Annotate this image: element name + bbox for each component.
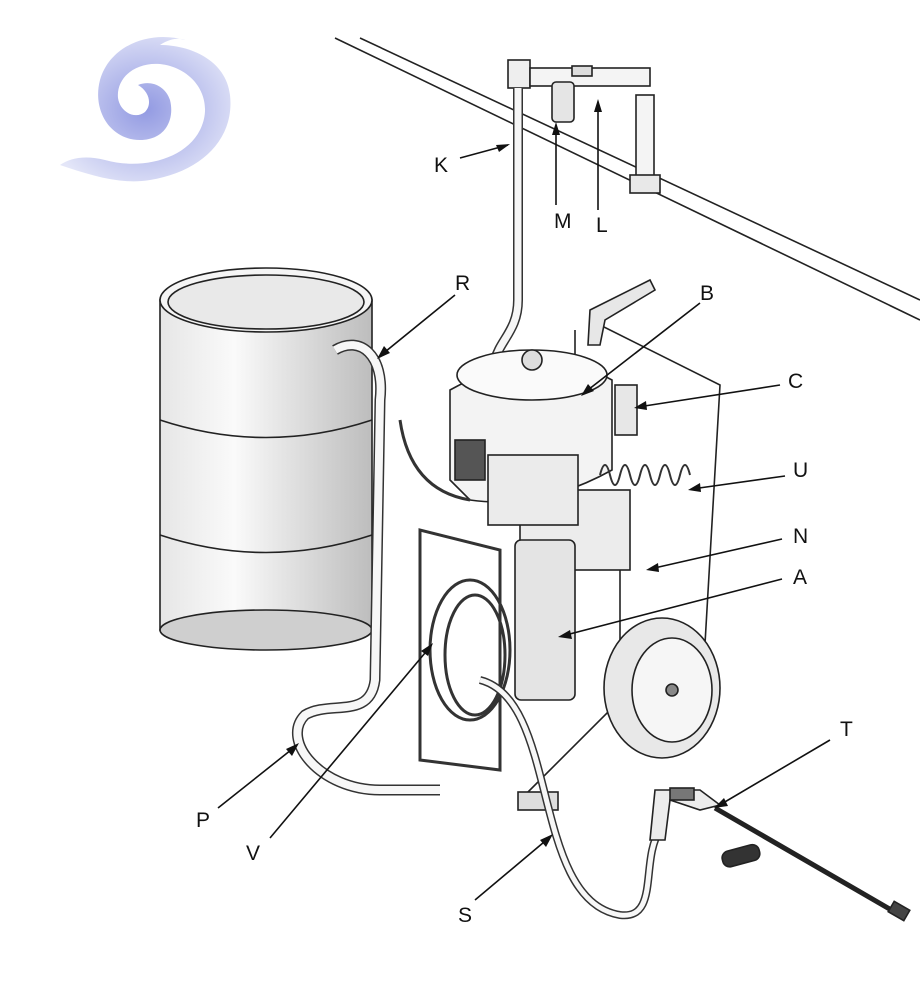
coiled-hose [599,464,691,486]
label-k: K [434,154,449,177]
label-a: A [793,566,808,589]
callout-leaders [217,99,831,901]
cart-wheel [603,617,721,759]
label-n: N [793,525,809,548]
label-u: U [793,459,809,482]
material-drum [159,267,373,651]
pump [449,349,638,701]
spray-gun [649,787,911,922]
label-s: S [458,904,473,927]
logo-swirl-icon [60,36,231,182]
air-supply-line [334,37,920,321]
label-l: L [596,214,608,237]
label-c: C [788,370,804,393]
label-t: T [840,718,853,741]
label-v: V [246,842,261,865]
label-m: M [554,210,572,233]
label-b: B [700,282,715,305]
label-p: P [196,809,211,832]
label-r: R [455,272,471,295]
